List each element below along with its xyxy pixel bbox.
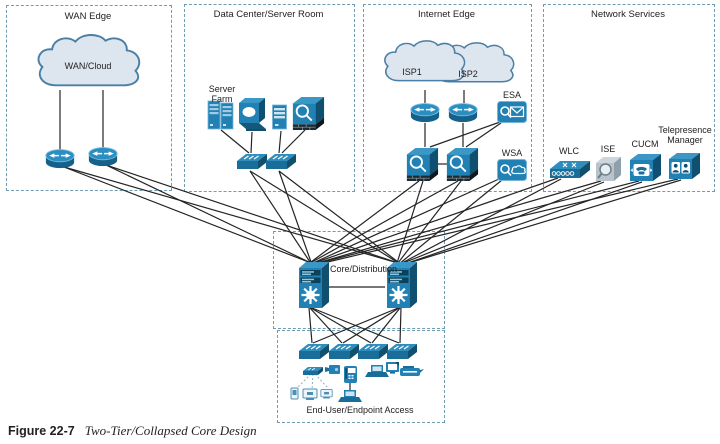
telepresence-icon [669,153,700,179]
core-distribution-label: Core/Distribution [330,264,398,274]
video-camera [325,363,342,376]
firewall-icon [406,147,439,181]
wireless-laptop-icon [320,389,333,399]
wireless-controller-icon [550,161,590,178]
cloud-icon [37,34,141,87]
printer [399,365,424,378]
wan-router-1 [44,147,76,170]
printer-icon [400,366,424,376]
switch-icon [329,344,359,359]
wsa-label: WSA [501,148,523,158]
router-icon [45,149,75,169]
switch-icon [266,154,296,169]
internet-firewall-2 [445,145,479,183]
cucm-appliance [628,152,662,183]
server-farm [207,98,235,131]
switch-icon [299,344,329,359]
server-farm-icon [207,100,234,130]
multilayer-switch-icon [387,262,417,308]
dc-firewall [291,94,325,132]
network-services-zone [543,4,715,192]
isp2-label: ISP2 [458,69,478,79]
internet-edge-zone [363,4,532,192]
access-point [302,365,324,376]
dc-host [236,96,268,132]
wireless-laptop-icon [302,388,318,400]
router-icon [448,103,478,123]
wlc-appliance [548,157,590,181]
ise-label: ISE [600,144,616,154]
user-laptop [365,364,389,379]
router-icon [410,103,440,123]
wan-edge-zone [6,5,172,191]
isp1-cloud [378,34,470,92]
isp1-label: ISP1 [402,67,422,77]
figure-number: Figure 22-7 [8,424,75,438]
switch-icon [358,344,388,359]
telepresence-label: Telepresence Manager [658,125,712,146]
wsa-appliance [497,159,527,181]
esa-appliance [497,101,527,123]
core-switch-1 [296,261,330,309]
access-point-icon [303,367,323,375]
wan-router-2 [87,145,119,168]
figure-title: Two-Tier/Collapsed Core Design [84,423,257,438]
dc-server [271,103,289,131]
internet-edge-title: Internet Edge [417,9,476,20]
wlc-label: WLC [559,146,579,156]
video-display [385,361,400,376]
data-center-zone [184,4,355,192]
switch-icon [387,344,417,359]
cucm-label: CUCM [631,139,659,149]
ip-phone-icon [344,366,357,383]
host-icon [239,98,266,131]
display-icon [386,362,399,374]
wan-cloud [28,32,148,94]
wireless-links [296,373,329,391]
web-security-icon [497,159,527,181]
wireless-client-2 [302,388,318,401]
switch-icon [237,154,267,169]
link-lines [59,90,682,391]
core-switch-2 [384,261,418,309]
access-switch-1 [297,341,329,361]
cloud-icon [384,40,466,82]
mobile-client-icon [290,387,299,400]
wireless-client-3 [320,388,333,400]
server-icon [272,104,287,130]
esa-label: ESA [502,90,521,100]
data-center-title: Data Center/Server Room [213,9,324,20]
telepresence-manager [667,151,701,181]
figure-caption: Figure 22-7 Two-Tier/Collapsed Core Desi… [8,423,257,439]
wan-cloud-label: WAN/Cloud [64,61,112,71]
phone-laptop [338,389,362,404]
access-switch-2 [327,341,359,361]
dc-switch-1 [235,151,267,171]
access-switch-3 [356,341,388,361]
firewall-icon [292,96,325,130]
wan-edge-title: WAN Edge [64,11,112,22]
firewall-icon [446,147,479,181]
router-icon [88,147,118,167]
internet-firewall-1 [405,145,439,183]
internet-router-1 [409,101,441,124]
dc-switch-2 [264,151,296,171]
wireless-client-1 [290,387,299,400]
ise-appliance [594,155,622,183]
ip-phone [342,365,359,384]
laptop-icon [365,365,389,377]
identity-services-icon [596,157,621,181]
multilayer-switch-icon [299,262,329,308]
laptop-icon [338,390,362,402]
access-switch-4 [385,341,417,361]
end-user-access-zone [277,330,445,423]
end-user-access-label: End-User/Endpoint Access [306,405,414,415]
network-services-title: Network Services [591,9,665,20]
camera-icon [325,365,340,374]
internet-router-2 [447,101,479,124]
server-farm-label: Server Farm [208,84,236,105]
email-security-icon [497,101,527,123]
call-manager-icon [630,154,661,181]
